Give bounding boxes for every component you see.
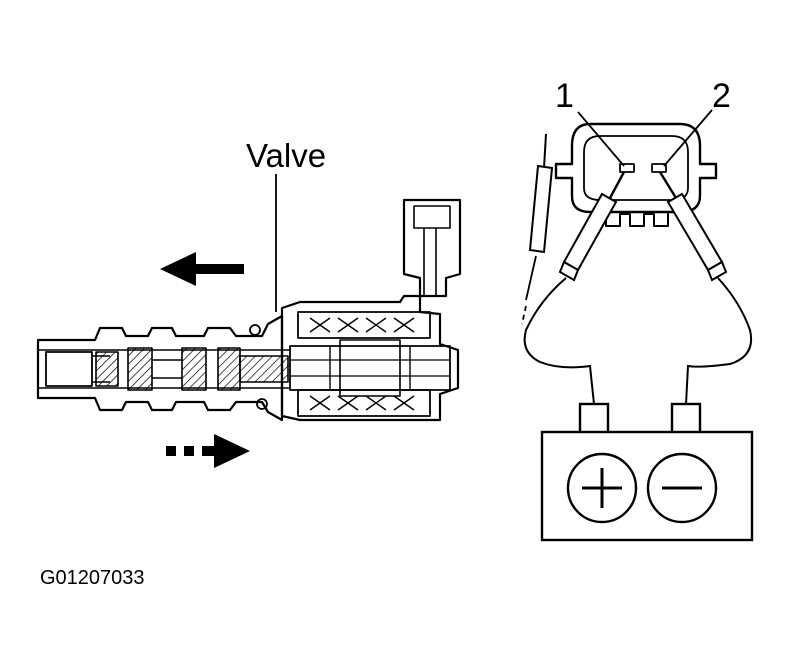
battery-wires: [523, 277, 752, 405]
valve-connector: [402, 198, 462, 298]
coil-top: [297, 311, 431, 339]
spool-lands: [95, 347, 289, 391]
pin-2: [651, 163, 667, 173]
battery: [540, 402, 754, 542]
pin-2-label: 2: [712, 77, 731, 115]
pin-1: [619, 163, 635, 173]
test-probes: [558, 171, 728, 282]
coil-bottom: [297, 389, 431, 417]
plunger: [289, 345, 451, 391]
test-lead-pointer: [521, 133, 554, 325]
battery-terminal-negative: [670, 402, 702, 436]
wiring-connector: [554, 109, 718, 227]
pin-1-label: 1: [555, 77, 574, 115]
valve-end-plug: [45, 351, 93, 387]
figure-code: G01207033: [40, 567, 145, 589]
solenoid-housing: [280, 294, 460, 422]
solenoid-valve: [36, 174, 462, 422]
valve-sleeve-outline: [36, 314, 284, 422]
flow-arrow-right-dashed: [166, 434, 250, 468]
flow-arrow-left: [160, 252, 244, 286]
battery-terminal-positive: [578, 402, 610, 436]
valve-label: Valve: [246, 137, 327, 174]
